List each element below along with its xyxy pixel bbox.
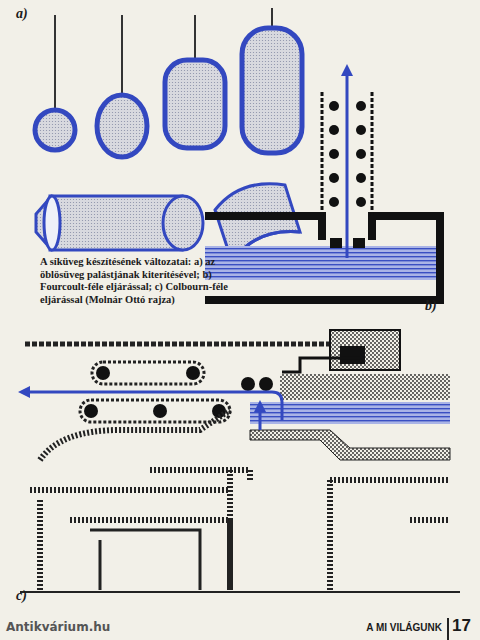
panel-letter: a) (16, 6, 28, 23)
footer-rule (447, 618, 449, 640)
fourcault-machine (205, 70, 440, 300)
blowing-stages (35, 8, 302, 157)
watermark: Antikvárium.hu (6, 620, 110, 634)
page-number: 17 (452, 616, 471, 636)
magazine-title: A MI VILÁGUNK (366, 622, 442, 634)
panel-letter: c) (16, 588, 27, 605)
panel-letter: b) (425, 298, 437, 315)
colburn-machine (20, 330, 460, 592)
figure-caption: A síküveg készítésének változatai: a) az… (40, 256, 255, 306)
